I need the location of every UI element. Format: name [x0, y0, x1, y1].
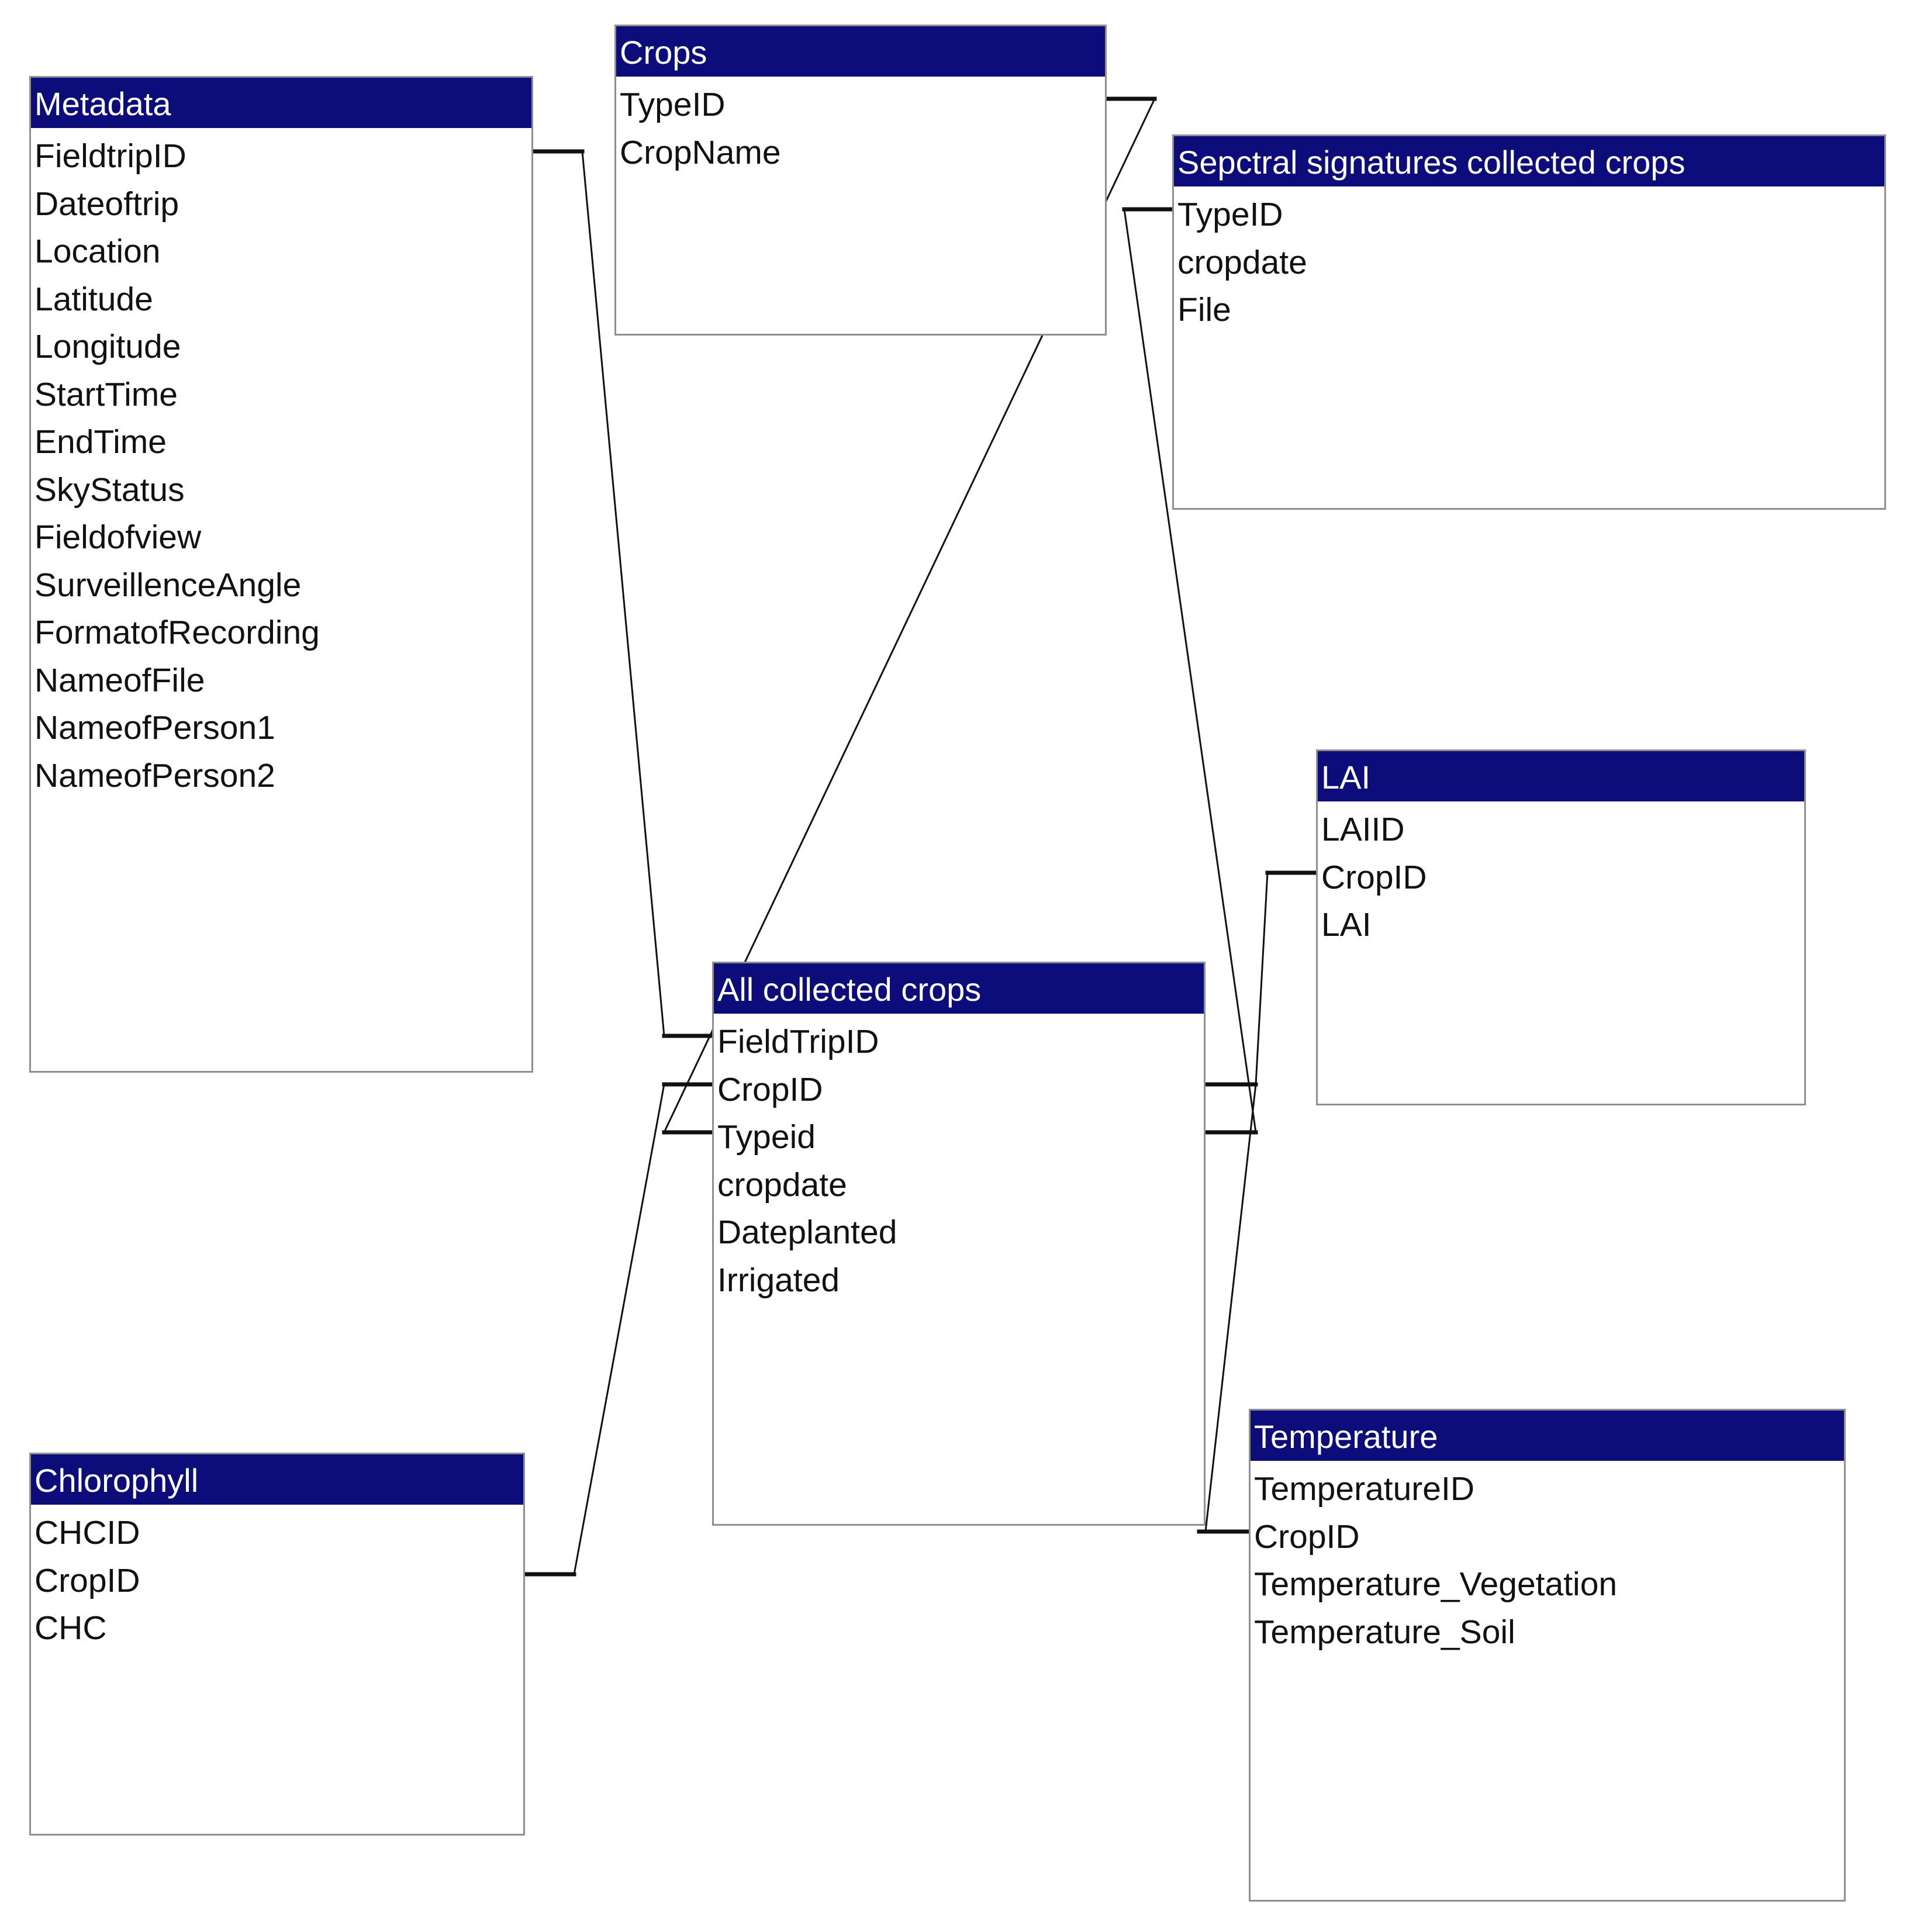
- field-list: LAIID CropID LAI: [1318, 801, 1804, 949]
- field: CropName: [620, 133, 781, 171]
- table-all-collected-crops: All collected crops FieldTripID CropID T…: [712, 962, 1206, 1526]
- field: Location: [34, 233, 161, 270]
- field: Irrigated: [717, 1261, 840, 1299]
- field: TypeID: [620, 86, 726, 123]
- field: File: [1177, 291, 1231, 329]
- table-title: All collected crops: [714, 963, 1204, 1014]
- field: SkyStatus: [34, 471, 185, 509]
- field-list: CHCID CropID CHC: [31, 1505, 523, 1653]
- field: Dateplanted: [717, 1214, 897, 1251]
- link-metadata-fieldtrip: [581, 150, 665, 1037]
- field: FormatofRecording: [34, 614, 320, 651]
- table-title: Sepctral signatures collected crops: [1174, 136, 1884, 186]
- field: CropID: [34, 1561, 140, 1599]
- field: StartTime: [34, 375, 178, 413]
- table-title: Temperature: [1251, 1411, 1844, 1461]
- table-title: Chlorophyll: [31, 1454, 523, 1505]
- field: CHC: [34, 1609, 107, 1647]
- table-title: Metadata: [31, 78, 531, 128]
- field-list: TypeID CropName: [616, 77, 1105, 177]
- field: LAIID: [1321, 811, 1405, 848]
- field: CHCID: [34, 1514, 140, 1551]
- field: TypeID: [1177, 196, 1283, 233]
- field: Temperature_Vegetation: [1254, 1565, 1618, 1603]
- field: NameofFile: [34, 661, 205, 699]
- field: SurveillenceAngle: [34, 566, 302, 604]
- field: Dateoftrip: [34, 185, 179, 223]
- field: CropID: [1321, 858, 1427, 896]
- field: cropdate: [717, 1166, 847, 1204]
- field: CropID: [717, 1070, 823, 1108]
- field-list: TypeID cropdate File: [1174, 186, 1884, 334]
- field: TemperatureID: [1254, 1470, 1474, 1508]
- field-list: FieldtripID Dateoftrip Location Latitude…: [31, 128, 531, 800]
- field: cropdate: [1177, 243, 1307, 281]
- link-temperature-cropid: [1204, 1083, 1257, 1533]
- table-lai: LAI LAIID CropID LAI: [1316, 749, 1806, 1105]
- field: EndTime: [34, 423, 167, 461]
- table-title: Crops: [616, 26, 1105, 77]
- field: NameofPerson2: [34, 756, 275, 794]
- field-list: FieldTripID CropID Typeid cropdate Datep…: [714, 1014, 1204, 1304]
- table-title: LAI: [1318, 751, 1804, 801]
- link-spectral-typeid: [1123, 208, 1257, 1133]
- link-lai-cropid: [1255, 872, 1269, 1086]
- field-list: TemperatureID CropID Temperature_Vegetat…: [1251, 1461, 1844, 1656]
- field: Temperature_Soil: [1254, 1613, 1515, 1651]
- field: Longitude: [34, 328, 181, 365]
- table-temperature: Temperature TemperatureID CropID Tempera…: [1249, 1409, 1846, 1902]
- field: FieldtripID: [34, 137, 186, 175]
- link-chlorophyll-cropid: [573, 1083, 665, 1575]
- table-crops: Crops TypeID CropName: [614, 25, 1107, 336]
- field: FieldTripID: [717, 1023, 879, 1060]
- field: Latitude: [34, 280, 153, 318]
- table-spectral-signatures: Sepctral signatures collected crops Type…: [1172, 134, 1886, 510]
- table-chlorophyll: Chlorophyll CHCID CropID CHC: [29, 1453, 525, 1836]
- table-metadata: Metadata FieldtripID Dateoftrip Location…: [29, 76, 533, 1073]
- field: NameofPerson1: [34, 709, 275, 746]
- field: Fieldofview: [34, 519, 202, 556]
- field: Typeid: [717, 1118, 816, 1156]
- field: LAI: [1321, 906, 1372, 943]
- field: CropID: [1254, 1518, 1360, 1556]
